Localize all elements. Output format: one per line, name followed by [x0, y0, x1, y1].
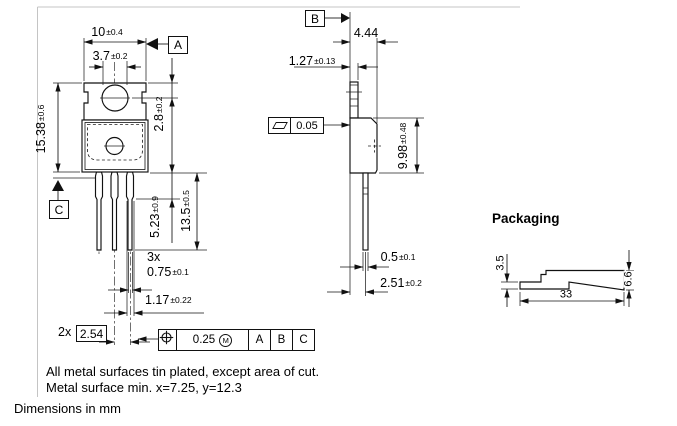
side-view-linework	[294, 12, 424, 296]
dim-pkg-tail-height-label: 3.5	[494, 255, 507, 271]
datum-a-triangle	[146, 38, 168, 50]
dim-pkg-length-label: 33	[559, 288, 573, 301]
dim-body-height-label: 9.98±0.48	[395, 122, 410, 170]
dim-hole-center-label: 2.8±0.2	[151, 96, 166, 132]
dim-width-label: 10±0.4	[91, 24, 123, 39]
position-tolerance-icon	[159, 330, 176, 350]
units-caption: Dimensions in mm	[14, 401, 121, 416]
dim-lead-length-label: 13.5±0.5	[178, 190, 193, 232]
position-tolerance-value: 0.25 M	[176, 330, 248, 350]
fcf-datum-b: B	[270, 330, 292, 350]
dim-hole-dia-label: 3.7±0.2	[92, 48, 128, 63]
dim-lead-thickness-label: 0.5±0.1	[380, 249, 416, 264]
datum-b-triangle	[325, 13, 350, 23]
dim-tab-thickness-label: 1.27±0.13	[288, 53, 336, 68]
datum-a-frame: A	[168, 36, 188, 54]
dim-pitch-box: 2.54	[76, 325, 107, 342]
datum-b-frame: B	[305, 10, 325, 27]
fcf-datum-c: C	[292, 330, 314, 350]
fcf-datum-a: A	[248, 330, 270, 350]
lead-width-count-label: 3x	[147, 250, 161, 264]
pitch-count-label: 2x	[58, 325, 72, 339]
packaging-title: Packaging	[492, 211, 560, 226]
figure-border	[37, 6, 520, 397]
front-view-linework	[53, 38, 207, 345]
flatness-value: 0.05	[290, 118, 323, 133]
note-tin-plated: All metal surfaces tin plated, except ar…	[46, 364, 320, 379]
dim-depth-label: 4.44	[353, 25, 379, 40]
datum-c-triangle	[52, 180, 64, 200]
dim-pkg-height-label: 6.6	[622, 270, 635, 288]
flatness-icon	[269, 118, 290, 133]
dim-shoulder-length-label: 5.23±0.9	[147, 196, 162, 238]
dim-height-label: 15.38±0.6	[33, 104, 48, 154]
datum-c-frame: C	[49, 200, 69, 219]
position-tolerance-frame: 0.25 M A B C	[158, 329, 315, 351]
dim-lead-width-label: 0.75±0.1	[147, 265, 189, 279]
drawing-notes: All metal surfaces tin plated, except ar…	[46, 364, 319, 396]
mmc-modifier-icon: M	[219, 333, 233, 347]
flatness-tolerance-frame: 0.05	[268, 117, 324, 134]
dim-lead-offset-label: 2.51±0.2	[380, 275, 422, 290]
dim-shoulder-width-label: 1.17±0.22	[145, 293, 192, 307]
note-metal-surface: Metal surface min. x=7.25, y=12.3	[46, 380, 242, 395]
